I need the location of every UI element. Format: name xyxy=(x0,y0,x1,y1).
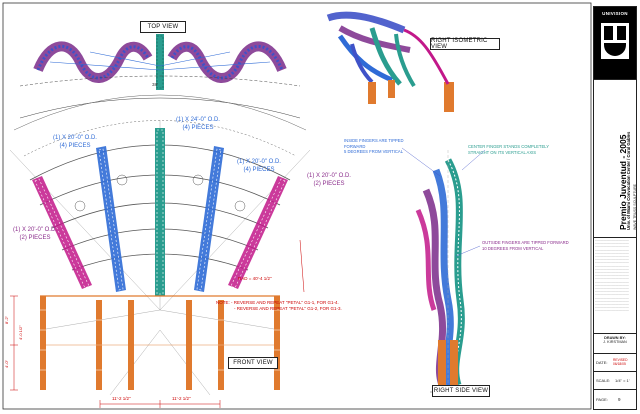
drawn-by-value: J. KIRSTMAN xyxy=(603,340,627,344)
callout-right-inner: (1) X 20'-0" O.D. (4) PIECES xyxy=(230,158,288,174)
sheet-border xyxy=(2,2,592,410)
scale-value: 1/4" = 1' xyxy=(615,378,630,383)
note-outside-line2: 10 DEGREES FROM VERTICAL xyxy=(482,245,544,251)
project-venue: Univ. of Miami Convocation Center / Cora… xyxy=(626,131,631,230)
disclaimer-block: ────────────────────────────────────────… xyxy=(594,237,636,333)
note-inside-line1: INSIDE FINGERS ARE TIPPED FORWARD xyxy=(344,138,404,149)
callout-left-inner-qty: (4) PIECES xyxy=(59,143,91,149)
note-outside-line1: OUTSIDE FINGERS ARE TIPPED FORWARD xyxy=(482,240,569,245)
general-notes: NOTE: - REVERSE AND REPEAT "PETAL" G1-1,… xyxy=(216,300,366,312)
scale-cell: SCALE: 1/4" = 1' xyxy=(594,371,636,390)
dim-top-width: 38' xyxy=(152,82,158,87)
dim-bottom-right: 11'-2 1/2" xyxy=(172,396,191,401)
note-inside-line2: 5 DEGREES FROM VERTICAL xyxy=(344,149,404,154)
front-view-label: FRONT VIEW xyxy=(228,357,278,369)
dim-height-1: 4'-0" xyxy=(4,360,9,368)
dim-height-2: 4'-0 1/2" xyxy=(18,325,23,340)
drawn-by-cell: DRAWN BY: J. KIRSTMAN xyxy=(594,333,636,354)
top-view-drawing xyxy=(19,34,301,119)
note-line-1: NOTE: - REVERSE AND REPEAT "PETAL" G1-1,… xyxy=(216,300,339,305)
dim-radius: RAD = 40'-4 1/2" xyxy=(238,276,272,281)
dim-bottom-left: 11'-2 1/2" xyxy=(112,396,131,401)
callout-right-inner-size: (1) X 20'-0" O.D. xyxy=(237,159,281,165)
univision-logo-icon xyxy=(601,23,629,59)
note-line-2: - REVERSE AND REPEAT "PETAL" G1-2, FOR G… xyxy=(234,306,342,311)
page-cell: PAGE: 9 xyxy=(594,389,636,410)
isometric-view-drawing xyxy=(326,11,454,112)
iso-view-label: RIGHT ISOMETRIC VIEW xyxy=(430,38,500,50)
callout-right-outer: (1) X 20'-0" O.D. (2) PIECES xyxy=(300,172,358,188)
brand-logo: UNIVISION xyxy=(594,7,636,79)
date-label: DATE: xyxy=(596,360,608,365)
date-value: REVISED 06/18/05 xyxy=(613,358,628,366)
note-center-line1: CENTER FINGER STANDS COMPLETELY xyxy=(468,144,550,149)
scale-label: SCALE: xyxy=(596,378,611,383)
callout-right-outer-qty: (2) PIECES xyxy=(313,181,345,187)
callout-right-outer-size: (1) X 20'-0" O.D. xyxy=(307,173,351,179)
page-label: PAGE: xyxy=(596,397,608,402)
side-view-label: RIGHT SIDE VIEW xyxy=(432,385,490,397)
sheet-name: WAVE TRUSS SCULPTURE xyxy=(633,183,637,230)
brand-name: UNIVISION xyxy=(602,11,628,16)
date-cell: DATE: REVISED 06/18/05 xyxy=(594,353,636,372)
callout-left-outer-qty: (2) PIECES xyxy=(19,235,51,241)
note-center-line2: STRAIGHT ON ITS VERTICAL AXIS xyxy=(468,149,537,155)
callout-left-inner-size: (1) X 20'-0" O.D. xyxy=(53,135,97,141)
top-view-label: TOP VIEW xyxy=(140,21,186,33)
note-outside-fingers: OUTSIDE FINGERS ARE TIPPED FORWARD 10 DE… xyxy=(482,240,574,251)
callout-left-inner: (1) X 20'-0" O.D. (4) PIECES xyxy=(46,134,104,150)
callout-center-group: (1) X 24'-0" O.D. (4) PIECES xyxy=(168,116,228,132)
note-center-finger: CENTER FINGER STANDS COMPLETELY STRAIGHT… xyxy=(468,144,558,155)
page-value: 9 xyxy=(618,397,621,402)
callout-center-size: (1) X 24'-0" O.D. xyxy=(176,117,220,123)
note-inside-fingers: INSIDE FINGERS ARE TIPPED FORWARD 5 DEGR… xyxy=(344,138,424,155)
side-view-drawing xyxy=(415,150,470,395)
title-block: UNIVISION Premio Juventud - 2005 Univ. o… xyxy=(593,6,637,410)
dim-height-3: 8'-2" xyxy=(4,316,9,324)
project-info: Premio Juventud - 2005 Univ. of Miami Co… xyxy=(594,79,637,238)
callout-left-outer: (1) X 20'-0" O.D. (2) PIECES xyxy=(6,226,64,242)
callout-left-outer-size: (1) X 20'-0" O.D. xyxy=(13,227,57,233)
drawn-by-label: DRAWN BY: xyxy=(604,336,626,340)
callout-center-qty: (4) PIECES xyxy=(182,125,214,131)
callout-right-inner-qty: (4) PIECES xyxy=(243,167,275,173)
front-view-drawing xyxy=(9,94,311,408)
